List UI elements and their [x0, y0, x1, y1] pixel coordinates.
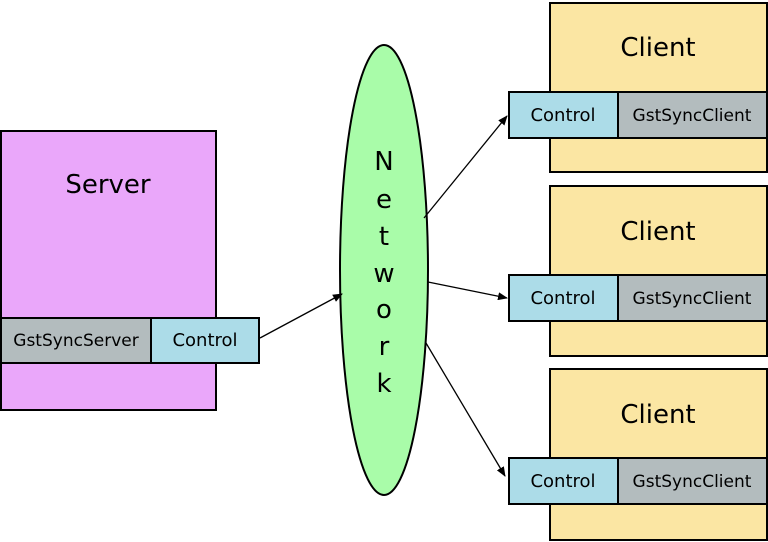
client-title: Client: [620, 33, 695, 63]
network-letter-n: N: [374, 147, 393, 177]
client-box: [549, 368, 768, 541]
server-title: Server: [65, 170, 151, 200]
arrow-network-to-client-1: [423, 115, 508, 219]
client-control-box: [508, 274, 619, 322]
arrow-network-to-client-2: [427, 281, 508, 301]
network-letter-w: w: [373, 259, 394, 289]
network-ellipse: [339, 44, 429, 496]
client-control-box: [508, 457, 619, 505]
network-letter-r: r: [379, 332, 390, 362]
network-node: N e t w o r k: [339, 44, 429, 496]
network-letter-e: e: [376, 185, 392, 215]
client-title: Client: [620, 217, 695, 247]
client-node-2: Client Control GstSyncClient: [508, 185, 768, 357]
server-node: Server GstSyncServer Control: [0, 130, 260, 411]
server-sync-box: [0, 317, 152, 364]
client-control-label: Control: [530, 471, 595, 492]
client-sync-label: GstSyncClient: [633, 106, 752, 126]
client-box: [549, 2, 768, 173]
arrow-server-to-network: [259, 293, 343, 339]
client-title: Client: [620, 400, 695, 430]
client-sync-box: [617, 91, 768, 139]
network-letter-t: t: [379, 222, 389, 252]
client-control-box: [508, 91, 619, 139]
client-node-1: Client Control GstSyncClient: [508, 2, 768, 173]
arrow-network-to-client-3: [425, 342, 506, 477]
client-sync-label: GstSyncClient: [633, 472, 752, 492]
network-letter-o: o: [376, 295, 392, 325]
client-node-3: Client Control GstSyncClient: [508, 368, 768, 541]
server-sync-label: GstSyncServer: [13, 331, 138, 351]
client-control-label: Control: [530, 288, 595, 309]
client-sync-box: [617, 457, 768, 505]
client-control-label: Control: [530, 105, 595, 126]
server-control-label: Control: [172, 330, 237, 351]
network-letter-k: k: [376, 369, 391, 399]
client-box: [549, 185, 768, 357]
client-sync-label: GstSyncClient: [633, 289, 752, 309]
server-control-box: [150, 317, 260, 364]
client-sync-box: [617, 274, 768, 322]
